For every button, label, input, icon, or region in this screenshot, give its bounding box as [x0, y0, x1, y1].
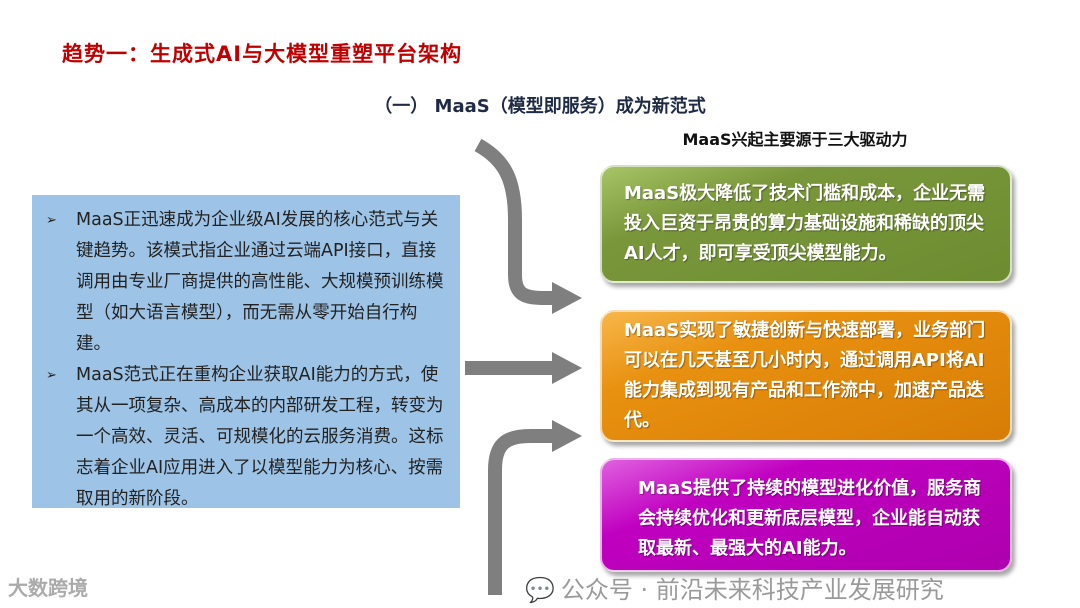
arrowhead-middle: [552, 352, 582, 384]
slide-title: 趋势一：生成式AI与大模型重塑平台架构: [62, 42, 463, 66]
arrowhead-top: [552, 282, 582, 314]
driver-card-evolution: MaaS提供了持续的模型进化价值，服务商会持续优化和更新底层模型，企业能自动获取…: [600, 458, 1012, 572]
bullet-item: ➢ MaaS正迅速成为企业级AI发展的核心范式与关键趋势。该模式指企业通过云端AP…: [46, 205, 448, 360]
drivers-heading: MaaS兴起主要源于三大驱动力: [682, 130, 908, 149]
curved-arrow-bottom: [488, 429, 555, 595]
watermark-text: 公众号 · 前沿未来科技产业发展研究: [560, 576, 944, 604]
watermark: 💬公众号 · 前沿未来科技产业发展研究: [525, 576, 944, 604]
description-box: ➢ MaaS正迅速成为企业级AI发展的核心范式与关键趋势。该模式指企业通过云端AP…: [32, 195, 460, 509]
section-subtitle: （一） MaaS（模型即服务）成为新范式: [374, 96, 706, 117]
bullet-item: ➢ MaaS范式正在重构企业获取AI能力的方式，使其从一项复杂、高成本的内部研发工…: [46, 360, 448, 515]
arrow-bullet-icon: ➢: [46, 368, 57, 383]
curved-arrow-top: [474, 138, 555, 305]
driver-card-agility: MaaS实现了敏捷创新与快速部署，业务部门可以在几天甚至几小时内，通过调用API…: [600, 310, 1012, 442]
watermark-logo: 大数跨境: [8, 576, 88, 600]
driver-card-cost: MaaS极大降低了技术门槛和成本，企业无需投入巨资于昂贵的算力基础设施和稀缺的顶…: [600, 165, 1012, 283]
bullet-text: MaaS正迅速成为企业级AI发展的核心范式与关键趋势。该模式指企业通过云端API…: [76, 210, 444, 354]
arrow-bullet-icon: ➢: [46, 213, 57, 228]
wechat-icon: 💬: [525, 576, 555, 604]
bullet-text: MaaS范式正在重构企业获取AI能力的方式，使其从一项复杂、高成本的内部研发工程…: [76, 365, 444, 509]
arrowhead-bottom: [552, 420, 582, 452]
